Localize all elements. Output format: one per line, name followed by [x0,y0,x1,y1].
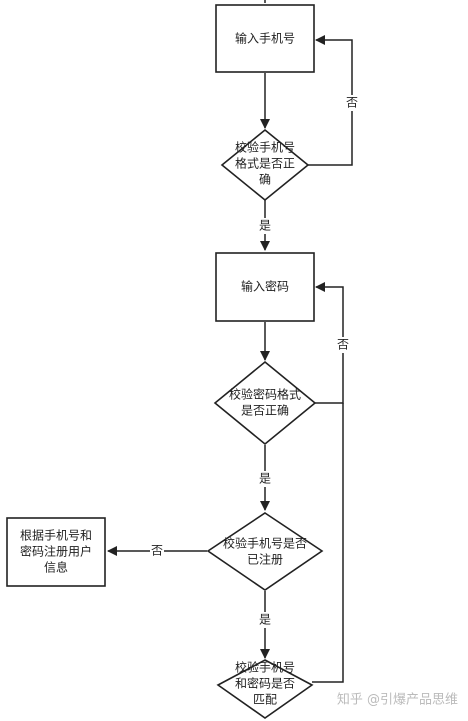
node-register-user [6,517,106,587]
node-input-phone [215,4,315,73]
node-input-password-label: 输入密码 [241,279,289,294]
node-check-phone-password-line3: 匹配 [253,693,277,707]
node-check-phone-format [220,128,310,202]
node-check-phone-password-line1: 校验手机号 [235,660,295,675]
watermark-text: 知乎 @引爆产品思维 [337,692,458,708]
node-check-phone-password-line2: 和密码是否 [235,676,295,691]
node-register-user-line1: 根据手机号和 [20,529,92,543]
node-input-password [215,252,315,322]
edge-label-registered-yes: 是 [259,613,271,627]
edge-label-password-format-no: 否 [337,338,349,352]
edge-label-phone-format-no: 否 [346,96,358,110]
node-check-phone-format-line1: 校验手机号 [235,140,295,155]
nodes: 输入手机号 校验手机号 格式是否正 确 输入密码 校验密码格式 是否正确 校验手… [6,4,324,719]
node-check-registered-line2: 已注册 [247,552,283,567]
node-register-user-line2: 密码注册用户 [20,544,92,559]
edge-label-phone-format-yes: 是 [259,219,271,233]
edge-label-registered-no: 否 [151,544,163,558]
node-check-phone-format-line2: 格式是否正 [235,156,295,171]
node-check-password-format [213,360,317,446]
edge-labels: 否 是 否 是 否 是 [150,95,359,628]
node-check-registered [206,512,324,591]
edges [107,0,353,683]
node-check-phone-format-line3: 确 [259,173,271,187]
node-check-registered-line1: 校验手机号是否 [223,536,307,551]
node-register-user-line3: 信息 [44,560,68,575]
edge-mismatch-loop [312,403,344,683]
node-check-password-format-line1: 校验密码格式 [229,387,301,402]
node-check-password-format-line2: 是否正确 [241,404,289,418]
node-check-phone-password [216,659,314,719]
node-input-phone-label: 输入手机号 [235,31,295,46]
edge-label-password-format-yes: 是 [259,472,271,486]
